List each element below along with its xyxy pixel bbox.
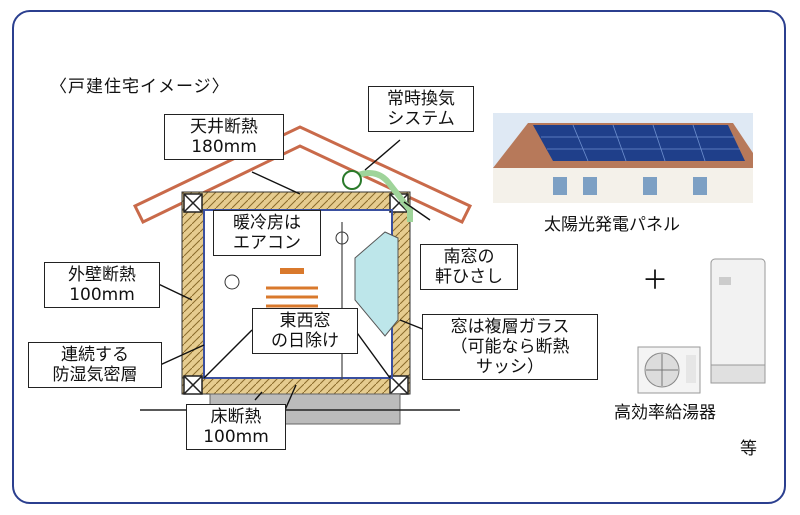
label-ventilation-system: 常時換気システム <box>368 86 474 132</box>
water-heater-caption: 高効率給湯器 <box>614 403 716 423</box>
label-airtight-layer: 連続する防湿気密層 <box>28 342 162 388</box>
label-south-eaves: 南窓の軒ひさし <box>420 244 518 290</box>
heat-pump-unit-image <box>637 346 701 394</box>
water-heater-tank-image <box>710 258 766 384</box>
wall-insulation-left <box>181 209 205 391</box>
duct-fan <box>342 170 362 190</box>
diagram-heading: 〈戸建住宅イメージ〉 <box>50 77 230 97</box>
south-window <box>354 231 399 337</box>
plus-sign: ＋ <box>642 266 669 296</box>
ceiling-insulation <box>181 191 411 211</box>
label-east-west-shade: 東西窓の日除け <box>252 308 358 354</box>
label-double-glass: 窓は複層ガラス（可能なら断熱サッシ） <box>422 314 598 380</box>
roof <box>132 125 473 224</box>
etc-caption: 等 <box>740 439 757 459</box>
diagram-frame <box>12 10 786 504</box>
label-aircon: 暖冷房はエアコン <box>213 210 321 256</box>
solar-panel-caption: 太陽光発電パネル <box>544 215 680 235</box>
solar-panel-house-image <box>493 113 753 203</box>
